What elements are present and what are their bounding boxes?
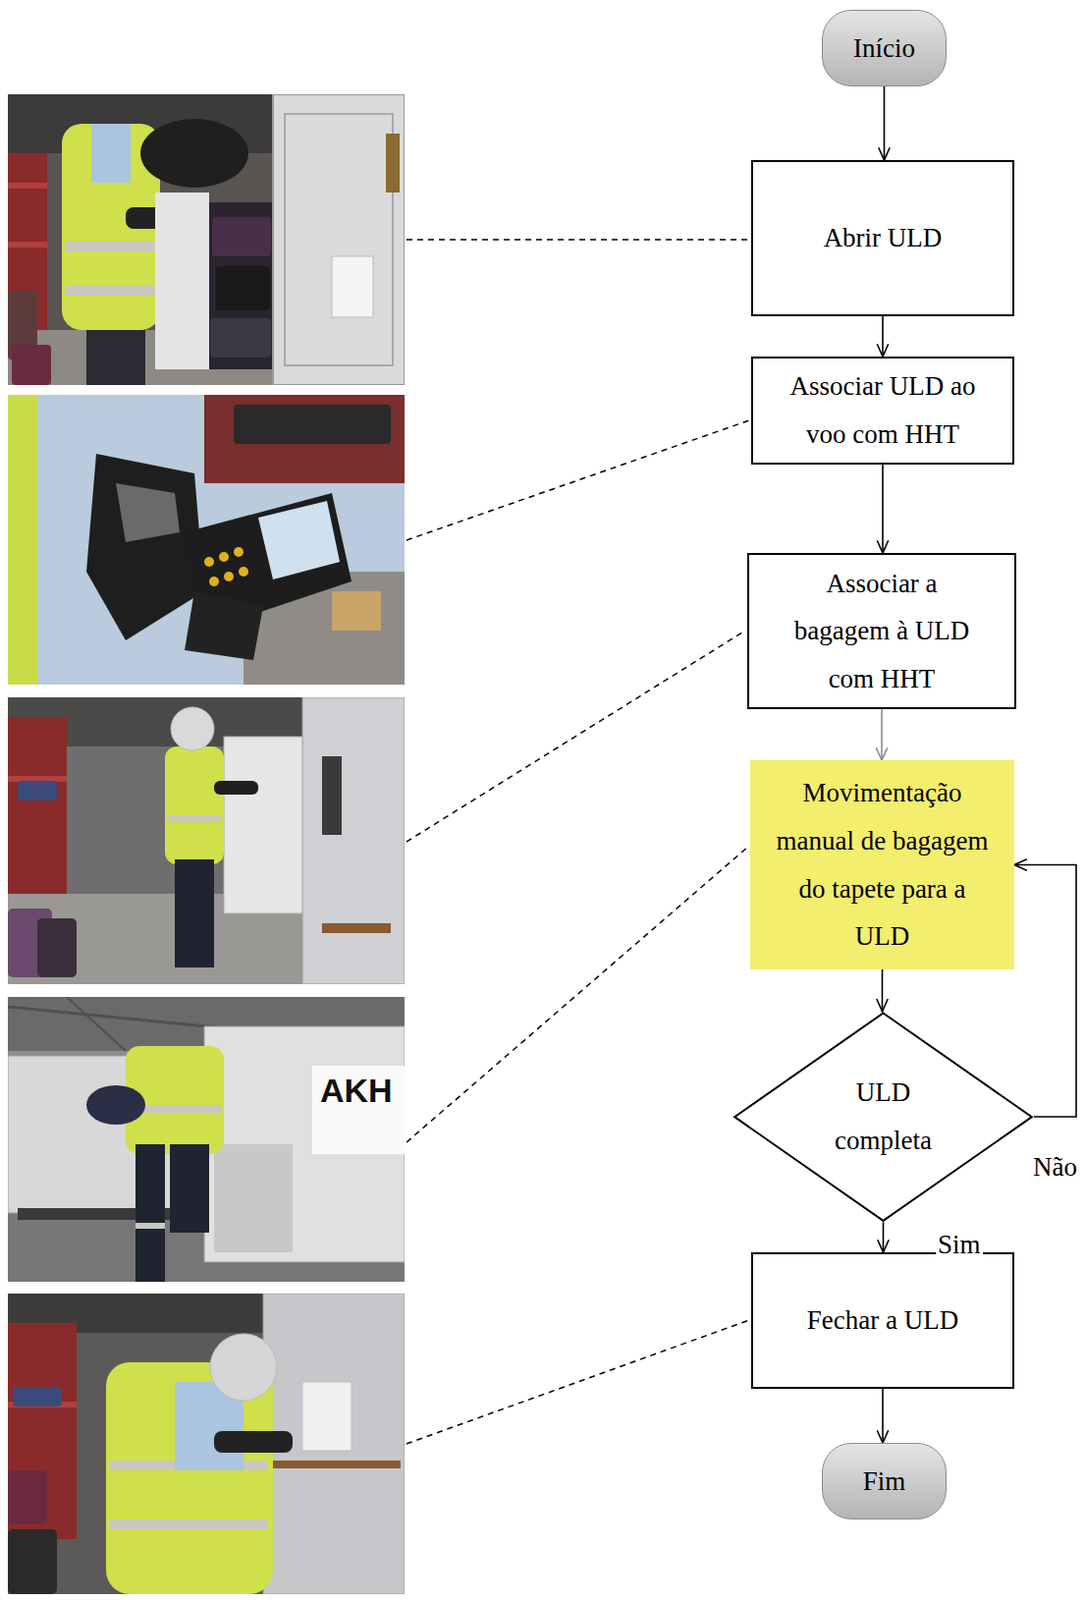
connector-line [882,1221,885,1252]
connector-line [881,969,884,1012]
arrowhead [876,1429,888,1443]
start-terminal: Início [821,9,947,87]
arrowhead [877,1239,889,1252]
edge-label: Sim [935,1228,983,1260]
node-text: Abrir ULD [823,214,943,263]
arrowhead [1014,859,1028,870]
node-text: Fechar a ULD [807,1296,959,1345]
edge-label: Não [1030,1150,1080,1183]
node-text: Movimentação manual de bagagem do tapete… [773,768,992,960]
flow-connector [875,708,887,760]
node-text: Fim [863,1457,907,1506]
node-text: Associar ULD ao voo com HHT [770,362,995,458]
node-text: Associar a bagagem à ULD com HHT [783,559,980,704]
process-box: Associar a bagagem à ULD com HHT [747,552,1017,709]
connector-line [1014,865,1077,1118]
arrowhead [876,540,888,553]
node-text: ULD completa [819,1068,948,1164]
flow-connector [876,316,888,357]
connector-line [880,708,883,760]
photo-associate-baggage [7,697,405,984]
flow-connector [877,1221,889,1252]
process-box: Abrir ULD [751,160,1015,317]
photo-move-baggage [7,996,405,1282]
leader-lines [406,239,750,1444]
highlighted-process-box: Movimentação manual de bagagem do tapete… [750,759,1015,970]
arrowhead [878,147,890,161]
flow-connector [876,969,888,1012]
process-box: Fechar a ULD [751,1251,1015,1389]
flow-connector [876,464,888,553]
process-box: Associar ULD ao voo com HHT [751,356,1015,465]
photo-open-uld [7,94,405,385]
flow-connector [1014,859,1077,1117]
diamond-outline [732,1011,1034,1222]
node-text: Início [853,24,916,73]
flow-connector [876,1388,888,1443]
container-marking: AKH [320,1073,393,1107]
arrowhead [876,343,888,357]
flow-connector [878,86,890,161]
arrowhead [875,747,887,760]
decision-diamond: ULD completa [732,1011,1034,1222]
connector-line [881,316,884,357]
connector-line [883,86,886,161]
photo-close-uld [7,1293,405,1594]
photo-hht-device [7,394,405,685]
connector-line [881,1388,884,1443]
end-terminal: Fim [821,1442,947,1519]
arrowhead [876,998,888,1012]
connector-line [881,464,884,553]
